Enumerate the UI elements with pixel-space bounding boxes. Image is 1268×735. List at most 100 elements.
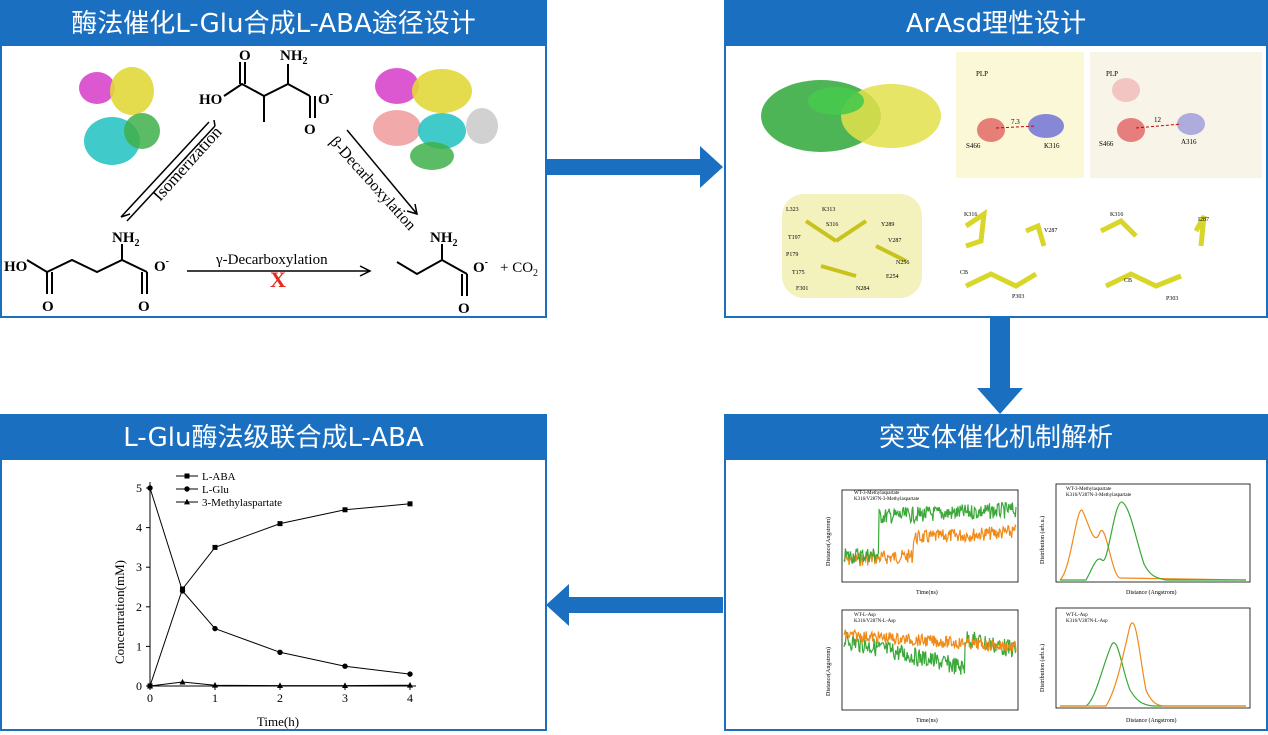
methylaspartate-structure <box>223 62 316 122</box>
y-tick-label: 0 <box>136 679 142 693</box>
svg-text:Time(ns): Time(ns) <box>916 589 938 596</box>
legend-marker <box>184 486 190 492</box>
y-tick-label: 4 <box>136 521 142 535</box>
o-label-4: O <box>138 299 150 315</box>
data-point <box>147 485 153 491</box>
data-point <box>212 682 218 688</box>
data-point <box>342 507 348 513</box>
y-tick-label: 2 <box>136 600 142 614</box>
surface-a316-mutant <box>1177 113 1205 135</box>
mechanism-panel: 突变体催化机制解析 WT-3-Methylaspartate K316/V287… <box>724 414 1268 731</box>
pathway-diagram: O HO NH2 O- O Isomerization β-Decarboxyl… <box>2 46 545 317</box>
svg-text:P303: P303 <box>1166 296 1178 302</box>
pathway-design-title: 酶法催化L-Glu合成L-ABA途径设计 <box>2 2 545 46</box>
svg-text:WT-3-Methylaspartate: WT-3-Methylaspartate <box>854 491 900 496</box>
svg-text:Distance (Angstrom): Distance (Angstrom) <box>1126 717 1177 724</box>
svg-text:Y289: Y289 <box>881 222 894 228</box>
svg-text:K316/V287N-3-Methylaspartate: K316/V287N-3-Methylaspartate <box>854 497 920 502</box>
active-site-pocket <box>782 194 922 298</box>
y-tick-label: 5 <box>136 481 142 495</box>
legend-marker <box>184 473 190 479</box>
blocked-reaction-mark: X <box>270 267 286 292</box>
svg-text:Distance(Angstrom): Distance(Angstrom) <box>825 517 832 566</box>
label-distance-1: 7.3 <box>1011 118 1020 126</box>
legend-label: 3-Methylaspartate <box>202 497 282 509</box>
nh2-label-2: NH2 <box>112 230 140 249</box>
label-distance-2: 12 <box>1154 116 1162 124</box>
svg-text:Distance (Angstrom): Distance (Angstrom) <box>1126 589 1177 596</box>
chart-x-axis-label: Time(h) <box>257 714 299 729</box>
svg-text:L323: L323 <box>786 207 799 213</box>
o-minus-label-3: O- <box>473 257 488 276</box>
nh2-label-3: NH2 <box>430 230 458 249</box>
series-3-methylaspartate <box>147 678 413 689</box>
gamma-decarboxylation-arrow <box>187 265 372 277</box>
pathway-svg: O HO NH2 O- O Isomerization β-Decarboxyl… <box>4 48 538 317</box>
svg-text:WT-3-Methylaspartate: WT-3-Methylaspartate <box>1066 487 1112 492</box>
label-s466-2: S466 <box>1099 140 1114 148</box>
svg-text:CB: CB <box>1124 278 1132 284</box>
docking-view-wt <box>956 52 1084 178</box>
label-plp-1: PLP <box>976 70 988 78</box>
arrow-right <box>545 146 723 188</box>
ho-label-1: HO <box>199 92 222 108</box>
legend-item: 3-Methylaspartate <box>176 497 282 509</box>
structure-figures: PLP 7.3 K316 S466 PLP 12 A316 S466 L323 … <box>726 46 1266 316</box>
y-tick-label: 3 <box>136 560 142 574</box>
x-tick-label: 4 <box>407 691 413 705</box>
svg-text:S316: S316 <box>826 222 838 228</box>
svg-text:WT-L-Asp: WT-L-Asp <box>854 613 876 618</box>
chart-y-axis-label: Concentration(mM) <box>112 560 127 664</box>
beta-decarboxylation-label: β-Decarboxylation <box>326 133 419 234</box>
legend-item: L-Glu <box>176 484 229 496</box>
chart-series <box>147 485 413 689</box>
beta-decarboxylation-arrow <box>346 129 418 216</box>
surface-s466-wt <box>977 118 1005 142</box>
svg-text:K316/V287N-L-Asp: K316/V287N-L-Asp <box>1066 619 1108 624</box>
md-plots: WT-3-Methylaspartate K316/V287N-3-Methyl… <box>726 460 1266 729</box>
o-minus-label-1: O- <box>318 89 333 108</box>
legend-label: L-ABA <box>202 471 236 483</box>
x-tick-label: 0 <box>147 691 153 705</box>
svg-text:Distribution (arb.u.): Distribution (arb.u.) <box>1039 644 1046 692</box>
data-point <box>212 544 218 550</box>
label-k316: K316 <box>1044 142 1060 150</box>
series-line <box>149 503 411 687</box>
protein-cartoon <box>761 80 941 152</box>
svg-text:K313: K313 <box>822 207 835 213</box>
o-label-1: O <box>239 48 251 64</box>
data-point <box>179 678 186 685</box>
docking-view-mutant <box>1090 52 1262 178</box>
svg-text:P179: P179 <box>786 252 798 258</box>
glutamate-structure <box>26 244 148 294</box>
data-point <box>147 682 153 689</box>
svg-text:Distance(Angstrom): Distance(Angstrom) <box>825 647 832 696</box>
o-label-3: O <box>42 299 54 315</box>
stick-model-wt <box>964 208 1047 289</box>
svg-text:E254: E254 <box>886 274 899 280</box>
o-label-5: O <box>458 301 470 316</box>
o-label-2: O <box>304 122 316 138</box>
data-point <box>407 682 413 688</box>
svg-text:K316: K316 <box>964 212 977 218</box>
svg-text:P303: P303 <box>1012 294 1024 300</box>
surface-s466-mutant <box>1117 118 1145 142</box>
series-line <box>149 681 411 687</box>
x-tick-label: 1 <box>212 691 218 705</box>
arrow-left <box>546 584 723 626</box>
stick-labels-mutant: K316 I287 CB P303 <box>1110 212 1209 302</box>
data-point <box>407 671 413 677</box>
legend-label: L-Glu <box>202 484 229 496</box>
x-tick-label: 3 <box>342 691 348 705</box>
aminobutyrate-structure <box>396 244 468 296</box>
active-site-residues <box>804 219 907 278</box>
y-tick-label: 1 <box>136 639 142 653</box>
pathway-design-panel: 酶法催化L-Glu合成L-ABA途径设计 <box>0 0 547 318</box>
stick-model-mutant <box>1099 214 1207 289</box>
cascade-synthesis-title: L-Glu酶法级联合成L-ABA <box>2 416 545 460</box>
data-point <box>277 649 283 656</box>
x-tick-label: 2 <box>277 691 283 705</box>
arrow-down <box>977 316 1023 414</box>
